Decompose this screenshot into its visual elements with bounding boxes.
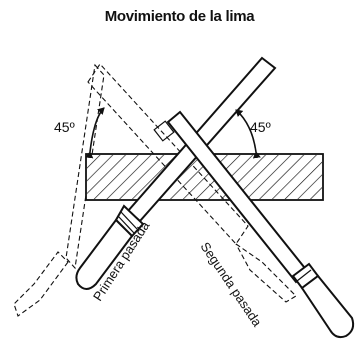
angle-arc-right	[235, 109, 261, 159]
second-pass-label: Segunda pasada	[198, 239, 266, 330]
angle-right-label: 45º	[250, 119, 271, 135]
ghost-handle-left	[13, 251, 69, 317]
file-second-pass	[166, 110, 355, 339]
crossing-mark	[153, 120, 175, 142]
ghost-file-right	[87, 63, 297, 303]
ghost-file-left	[65, 63, 105, 270]
angle-arc-left	[85, 107, 105, 159]
diagram-title: Movimiento de la lima	[104, 8, 255, 25]
workpiece-bar	[85, 153, 324, 201]
angle-left-label: 45º	[54, 119, 75, 135]
